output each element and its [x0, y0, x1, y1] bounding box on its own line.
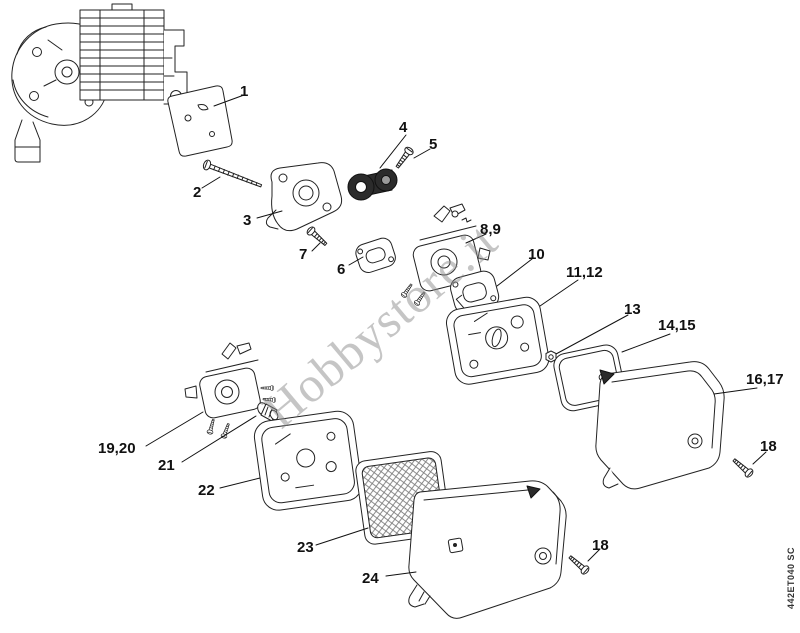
part-code-label: 442ET040 SC	[786, 546, 796, 609]
part-screw-7	[305, 224, 330, 249]
part-filter-housing-22	[253, 410, 363, 511]
callout-6: 6	[337, 261, 346, 278]
part-screw-2	[201, 158, 264, 191]
callout-10: 10	[528, 246, 545, 263]
part-cover-24	[408, 480, 567, 619]
callout-1: 1	[240, 83, 249, 100]
callout-22: 22	[198, 482, 215, 499]
callout-18-right: 18	[760, 438, 777, 455]
callout-3: 3	[243, 212, 252, 229]
part-carburetor-19-20	[184, 342, 277, 440]
callout-23: 23	[297, 539, 314, 556]
part-screw-18-right	[730, 455, 755, 480]
part-plug-21	[257, 402, 279, 422]
callout-16-17: 16,17	[746, 371, 784, 388]
engine-assembly	[11, 3, 188, 163]
part-screw-18-bottom	[566, 552, 591, 577]
part-cover-16-17	[595, 361, 725, 490]
part-clamp-4	[347, 168, 398, 201]
callout-2: 2	[193, 184, 202, 201]
part-nut-13	[545, 350, 557, 363]
callout-8-9: 8,9	[480, 221, 501, 238]
callout-18-bottom: 18	[592, 537, 609, 554]
callout-14-15: 14,15	[658, 317, 696, 334]
callout-5: 5	[429, 136, 438, 153]
leader-lines	[145, 94, 767, 577]
callout-7: 7	[299, 246, 308, 263]
callout-19-20: 19,20	[98, 440, 136, 457]
callout-11-12: 11,12	[566, 264, 603, 281]
part-spacer-3	[265, 162, 343, 232]
part-gasket-1	[167, 85, 233, 157]
part-filter-base-11-12	[445, 294, 550, 385]
part-gasket-6	[355, 237, 396, 273]
part-gasket-10	[450, 270, 500, 315]
callout-21: 21	[158, 457, 175, 474]
callout-4: 4	[399, 119, 408, 136]
callout-13: 13	[624, 301, 641, 318]
part-screw-5	[393, 145, 416, 171]
callout-24: 24	[362, 570, 379, 587]
